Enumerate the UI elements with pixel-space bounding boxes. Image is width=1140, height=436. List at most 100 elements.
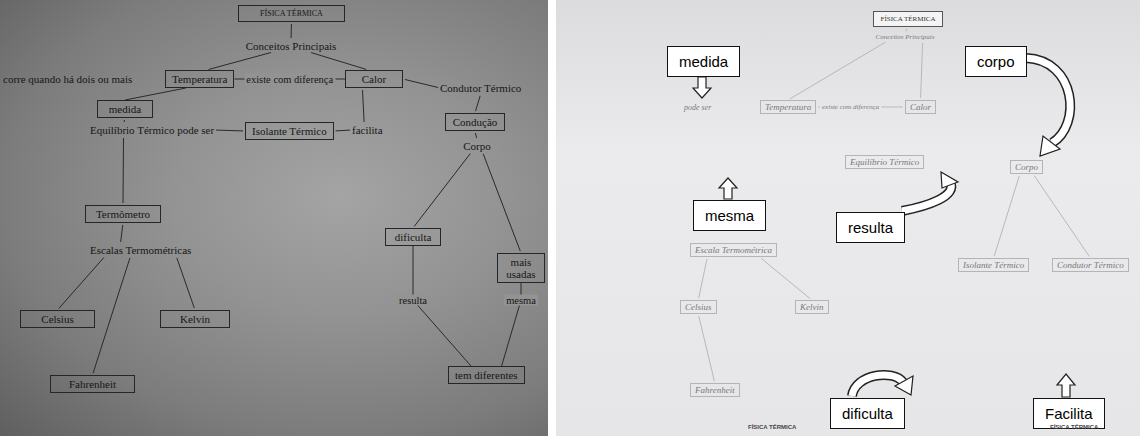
link-word: existe com diferença xyxy=(822,103,879,111)
concept-text: medida xyxy=(104,103,146,115)
concept-text: Calor xyxy=(352,73,396,85)
pencil-concept-box: Celsius xyxy=(680,300,717,314)
concept-text: Condutor Térmico xyxy=(1057,260,1124,270)
concept-box: Isolante Térmico xyxy=(245,122,334,140)
concept-text: FÍSICA TÉRMICA xyxy=(243,9,340,18)
link-line xyxy=(93,258,130,373)
link-line xyxy=(209,53,271,70)
callout-arrow xyxy=(1026,58,1070,143)
pencil-concept-box: Corpo xyxy=(1010,160,1043,174)
link-line xyxy=(121,225,123,242)
link-line xyxy=(476,96,481,111)
pencil-concept-box: Temperatura xyxy=(760,100,816,114)
callout-arrow xyxy=(1040,136,1060,156)
callout-box: corpo xyxy=(965,46,1027,77)
link-line xyxy=(291,24,292,38)
pencil-concept-box: Equilíbrio Térmico xyxy=(845,155,924,169)
link-word: FÍSICA TÉRMICA xyxy=(748,424,796,430)
concept-box: tem diferentes xyxy=(448,366,525,384)
callout-box: resulta xyxy=(836,212,905,243)
concept-text: Termômetro xyxy=(92,208,154,220)
link-word: Corpo xyxy=(463,140,491,152)
concept-text: mesma xyxy=(705,207,754,224)
link-line xyxy=(881,107,903,108)
link-line xyxy=(699,316,715,381)
link-word: FÍSICA TÉRMICA xyxy=(1050,424,1098,430)
pencil-concept-box: Escala Termométrica xyxy=(690,243,777,257)
concept-box: Temperatura xyxy=(165,70,234,88)
link-word: pode ser xyxy=(684,103,711,112)
concept-text: Condução xyxy=(452,116,498,128)
concept-box: mais usadas xyxy=(497,253,545,283)
link-word: Conceitos Principais xyxy=(246,40,337,52)
concept-text: corpo xyxy=(977,53,1015,70)
link-line xyxy=(818,107,820,108)
link-line xyxy=(414,154,470,227)
concept-box: Condução xyxy=(445,113,505,131)
link-line xyxy=(761,258,810,298)
link-line xyxy=(906,29,907,31)
callout-arrow xyxy=(719,178,737,199)
link-line xyxy=(483,154,520,251)
callout-arrow xyxy=(941,172,958,188)
concept-box: medida xyxy=(97,100,153,118)
concept-box: FÍSICA TÉRMICA xyxy=(238,5,345,22)
callout-arrow xyxy=(1057,374,1075,397)
concept-text: Escala Termométrica xyxy=(695,245,772,255)
link-word: mesma xyxy=(504,295,538,306)
link-line xyxy=(475,133,476,138)
link-line xyxy=(311,53,366,70)
connector xyxy=(125,88,186,100)
callout-box: dificulta xyxy=(830,398,905,429)
callout-box: medida xyxy=(667,46,740,77)
concept-box: Fahrenheit xyxy=(50,375,135,393)
link-word: Equilíbrio Térmico pode ser xyxy=(90,124,214,136)
callout-arrow xyxy=(895,376,913,395)
link-line xyxy=(921,43,923,98)
link-line xyxy=(790,42,886,99)
pencil-concept-box: Condutor Térmico xyxy=(1052,258,1129,272)
pencil-concept-box: Kelvin xyxy=(795,300,829,314)
concept-box: Kelvin xyxy=(160,310,230,328)
concept-text: Isolante Térmico xyxy=(963,260,1024,270)
concept-text: dificulta xyxy=(392,231,434,243)
concept-box: FÍSICA TÉRMICA xyxy=(873,11,943,27)
concept-text: Celsius xyxy=(27,313,88,325)
link-line xyxy=(1034,176,1089,257)
concept-text: Facilita xyxy=(1045,405,1093,422)
concept-box: Celsius xyxy=(20,310,95,328)
concept-box: Termômetro xyxy=(85,205,161,223)
link-word: corre quando há dois ou mais xyxy=(3,73,132,85)
concept-box: Calor xyxy=(345,70,403,88)
link-line xyxy=(363,90,365,122)
concept-text: Kelvin xyxy=(800,302,824,312)
concept-text: resulta xyxy=(848,219,893,236)
link-line xyxy=(336,130,350,132)
concept-text: Fahrenheit xyxy=(695,385,735,395)
link-word: facilita xyxy=(352,124,383,136)
callout-arrow xyxy=(1026,58,1070,143)
callout-box: mesma xyxy=(693,200,766,231)
link-line xyxy=(994,176,1019,256)
concept-text: Equilíbrio Térmico xyxy=(850,157,919,167)
concept-text: Fahrenheit xyxy=(57,378,128,390)
link-word: Conceitos Principais xyxy=(876,33,935,41)
concept-text: dificulta xyxy=(842,405,893,422)
callout-arrow xyxy=(693,77,711,98)
concept-text: Isolante Térmico xyxy=(252,125,327,137)
concept-text: Calor xyxy=(910,102,931,112)
concept-box: dificulta xyxy=(385,228,441,246)
link-word: resulta xyxy=(397,295,429,306)
connector xyxy=(413,246,471,366)
link-line xyxy=(123,120,125,122)
concept-text: Kelvin xyxy=(167,313,223,325)
concept-text: FÍSICA TÉRMICA xyxy=(878,15,938,23)
concept-text: Celsius xyxy=(685,302,712,312)
concept-text: Temperatura xyxy=(765,102,811,112)
concept-text: mais usadas xyxy=(501,256,541,280)
link-word: Escalas Termométricas xyxy=(90,244,191,256)
concept-text: Temperatura xyxy=(172,73,227,85)
link-word: Condutor Térmico xyxy=(440,82,521,94)
link-line xyxy=(59,257,104,308)
pencil-concept-box: Calor xyxy=(905,100,936,114)
